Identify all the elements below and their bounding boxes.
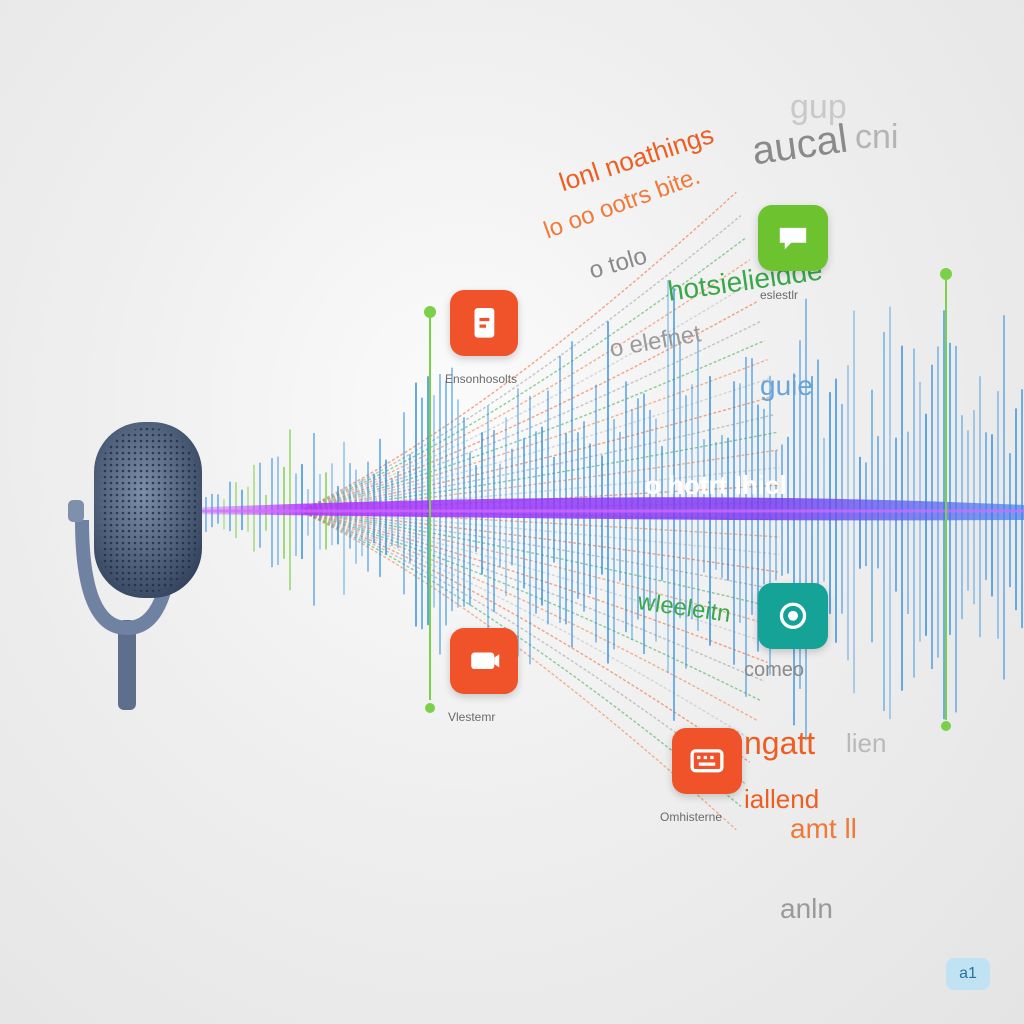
text-stream-line [299,510,742,807]
text-stream-line [299,280,755,512]
corner-badge: a1 [946,958,990,990]
floating-text-hofort: o hotrt Ihicl [645,470,787,500]
text-stream-line [299,395,773,512]
floating-text-lien: lien [846,728,887,758]
voice-beam [180,497,1024,521]
text-stream-line [299,320,762,512]
floating-text-iallend: iallend [744,784,820,814]
media-app-icon [450,628,518,694]
floating-text-gup: gup [790,88,847,126]
text-stream-line [299,358,768,512]
microphone-icon [68,422,202,710]
text-stream-line [299,510,755,742]
text-stream-line [299,510,765,683]
green-markers [424,268,952,731]
text-stream-line [299,510,746,785]
text-stream-line [299,510,775,609]
text-stream-line [299,510,751,763]
camera-app-icon [758,583,828,649]
document-app-icon [450,290,518,356]
app-caption-bottom-center: Omhisterne [660,810,723,824]
floating-text-anln: anln [780,893,833,924]
app-caption-top-right: eslestlr [760,288,799,302]
text-stream-line [299,339,765,512]
chat-app-icon [758,205,828,271]
app-caption-top-left: Ensonhosolts [445,372,518,386]
floating-text-cni: cni [855,118,899,156]
floating-text-amt: amt ll [790,813,857,844]
app-caption-bottom-left: Vlestemr [448,710,496,724]
text-stream-line [299,510,773,627]
floating-text-comeo: comeo [744,659,805,681]
floating-text-quie: guie [760,370,813,401]
text-stream-line [299,259,751,512]
floating-text-ngatt: ngatt [744,725,816,761]
text-stream-line [299,510,777,591]
text-stream-line [299,510,768,664]
keyboard-app-icon [672,728,742,794]
text-stream-line [299,215,742,512]
